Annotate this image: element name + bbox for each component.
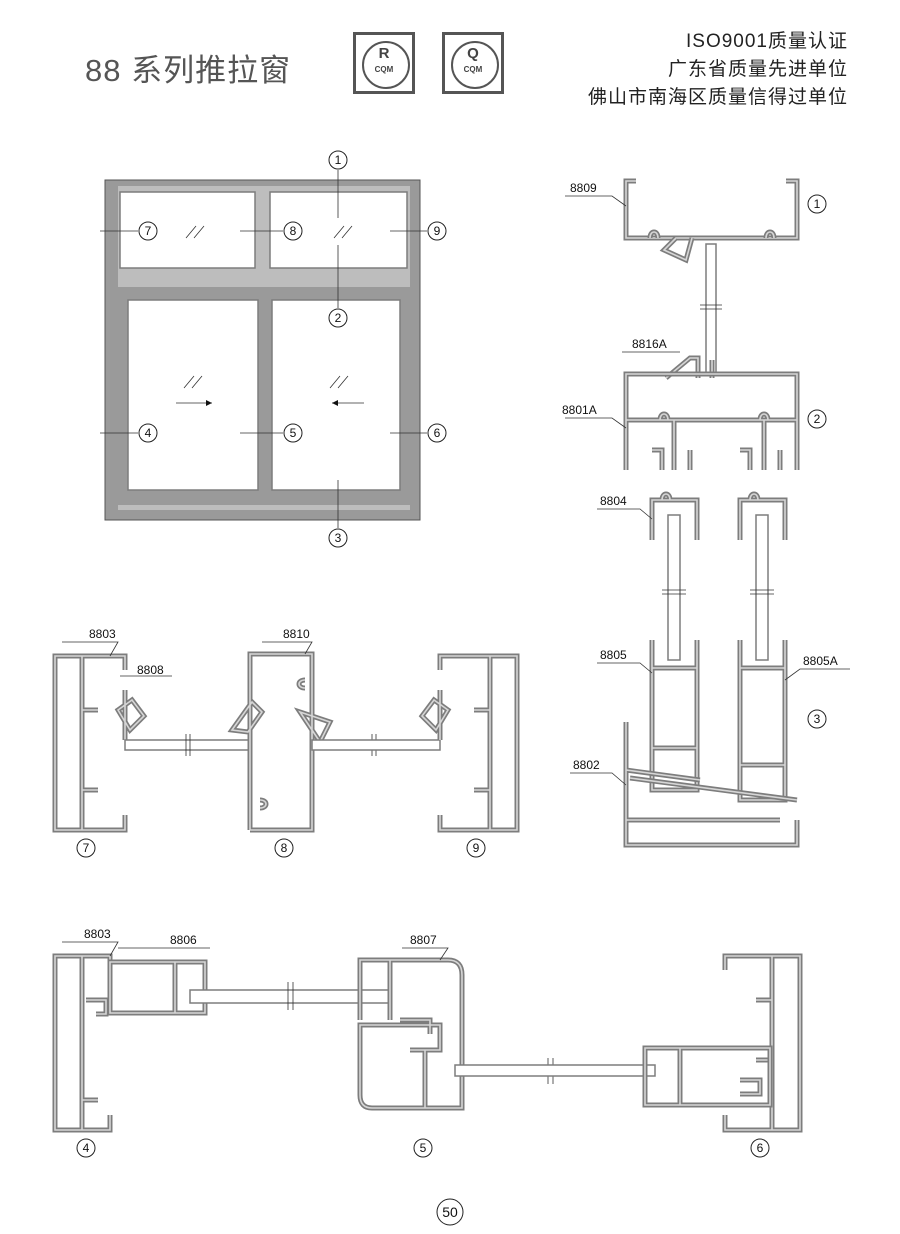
page-number: 50 [436, 1198, 464, 1226]
svg-text:5: 5 [290, 426, 297, 440]
marker-9: 9 [427, 221, 447, 241]
certification-line: 广东省质量先进单位 [667, 59, 848, 80]
svg-text:8: 8 [290, 224, 297, 238]
profile-label: 8816A [632, 337, 667, 351]
svg-text:6: 6 [757, 1141, 764, 1155]
profile-label: 8808 [137, 663, 164, 677]
marker-4: 4 [138, 423, 158, 443]
certification-line: 佛山市南海区质量信得过单位 [587, 87, 848, 108]
svg-text:1: 1 [335, 153, 342, 167]
svg-text:50: 50 [442, 1204, 458, 1220]
marker-3: 3 [328, 528, 348, 548]
profile-wall-highlight [625, 180, 798, 239]
marker-8: 8 [283, 221, 303, 241]
marker-1: 1 [807, 194, 827, 214]
svg-text:8: 8 [281, 841, 288, 855]
window-elevation [100, 170, 427, 528]
svg-text:2: 2 [814, 412, 821, 426]
svg-text:7: 7 [145, 224, 152, 238]
page-title: 88 系列推拉窗 [85, 53, 292, 88]
profile-label: 8805A [803, 654, 838, 668]
profile-label: 8801A [562, 403, 597, 417]
svg-text:4: 4 [145, 426, 152, 440]
profile-wall-highlight [651, 493, 786, 540]
svg-text:3: 3 [814, 712, 821, 726]
certification-line: ISO9001质量认证 [686, 31, 848, 52]
profile-wall-highlight [724, 955, 801, 1131]
profile-wall-highlight [439, 655, 518, 831]
profile-label: 8802 [573, 758, 600, 772]
profile-wall-highlight [230, 653, 332, 831]
profile-wall-highlight [625, 373, 798, 470]
svg-text:7: 7 [83, 841, 90, 855]
profile-label: 8803 [89, 627, 116, 641]
svg-text:9: 9 [434, 224, 441, 238]
profile-wall-highlight [54, 655, 126, 831]
svg-text:5: 5 [420, 1141, 427, 1155]
profile-label: 8805 [600, 648, 627, 662]
svg-text:6: 6 [434, 426, 441, 440]
marker-7: 7 [76, 838, 96, 858]
marker-1: 1 [328, 150, 348, 170]
marker-6: 6 [750, 1138, 770, 1158]
vertical-section: 8809 8816A 8801A 8804 8805 8805A 8802 [562, 178, 850, 848]
profile-wall-highlight [420, 690, 450, 740]
marker-6: 6 [427, 423, 447, 443]
profile-wall-highlight [359, 959, 463, 1109]
marker-2: 2 [328, 308, 348, 328]
profile-label: 8803 [84, 927, 111, 941]
marker-5: 5 [413, 1138, 433, 1158]
svg-text:9: 9 [473, 841, 480, 855]
svg-text:4: 4 [83, 1141, 90, 1155]
svg-text:2: 2 [335, 311, 342, 325]
profile-wall-highlight [651, 640, 786, 801]
sash-sections: 8803 8806 8807 [52, 927, 803, 1133]
svg-text:1: 1 [814, 197, 821, 211]
profile-wall-highlight [54, 955, 111, 1131]
transom-sections: 8803 8808 8810 [52, 627, 520, 833]
profile-label: 8809 [570, 181, 597, 195]
profile-wall-highlight [652, 449, 781, 470]
profile-label: 8804 [600, 494, 627, 508]
marker-4: 4 [76, 1138, 96, 1158]
profile-label: 8810 [283, 627, 310, 641]
marker-8: 8 [274, 838, 294, 858]
section-markers: 1 2 3 4 5 6 7 8 9 1 2 3 7 8 9 4 5 6 [76, 150, 827, 1158]
marker-5: 5 [283, 423, 303, 443]
profile-wall-highlight [649, 231, 775, 262]
svg-text:3: 3 [335, 531, 342, 545]
marker-7: 7 [138, 221, 158, 241]
marker-3: 3 [807, 709, 827, 729]
profile-wall-highlight [109, 961, 206, 1014]
profile-wall-highlight [644, 1047, 771, 1106]
profile-wall-highlight [116, 690, 146, 740]
marker-9: 9 [466, 838, 486, 858]
profile-label: 8807 [410, 933, 437, 947]
marker-2: 2 [807, 409, 827, 429]
profile-wall-highlight [625, 722, 798, 846]
profile-label: 8806 [170, 933, 197, 947]
